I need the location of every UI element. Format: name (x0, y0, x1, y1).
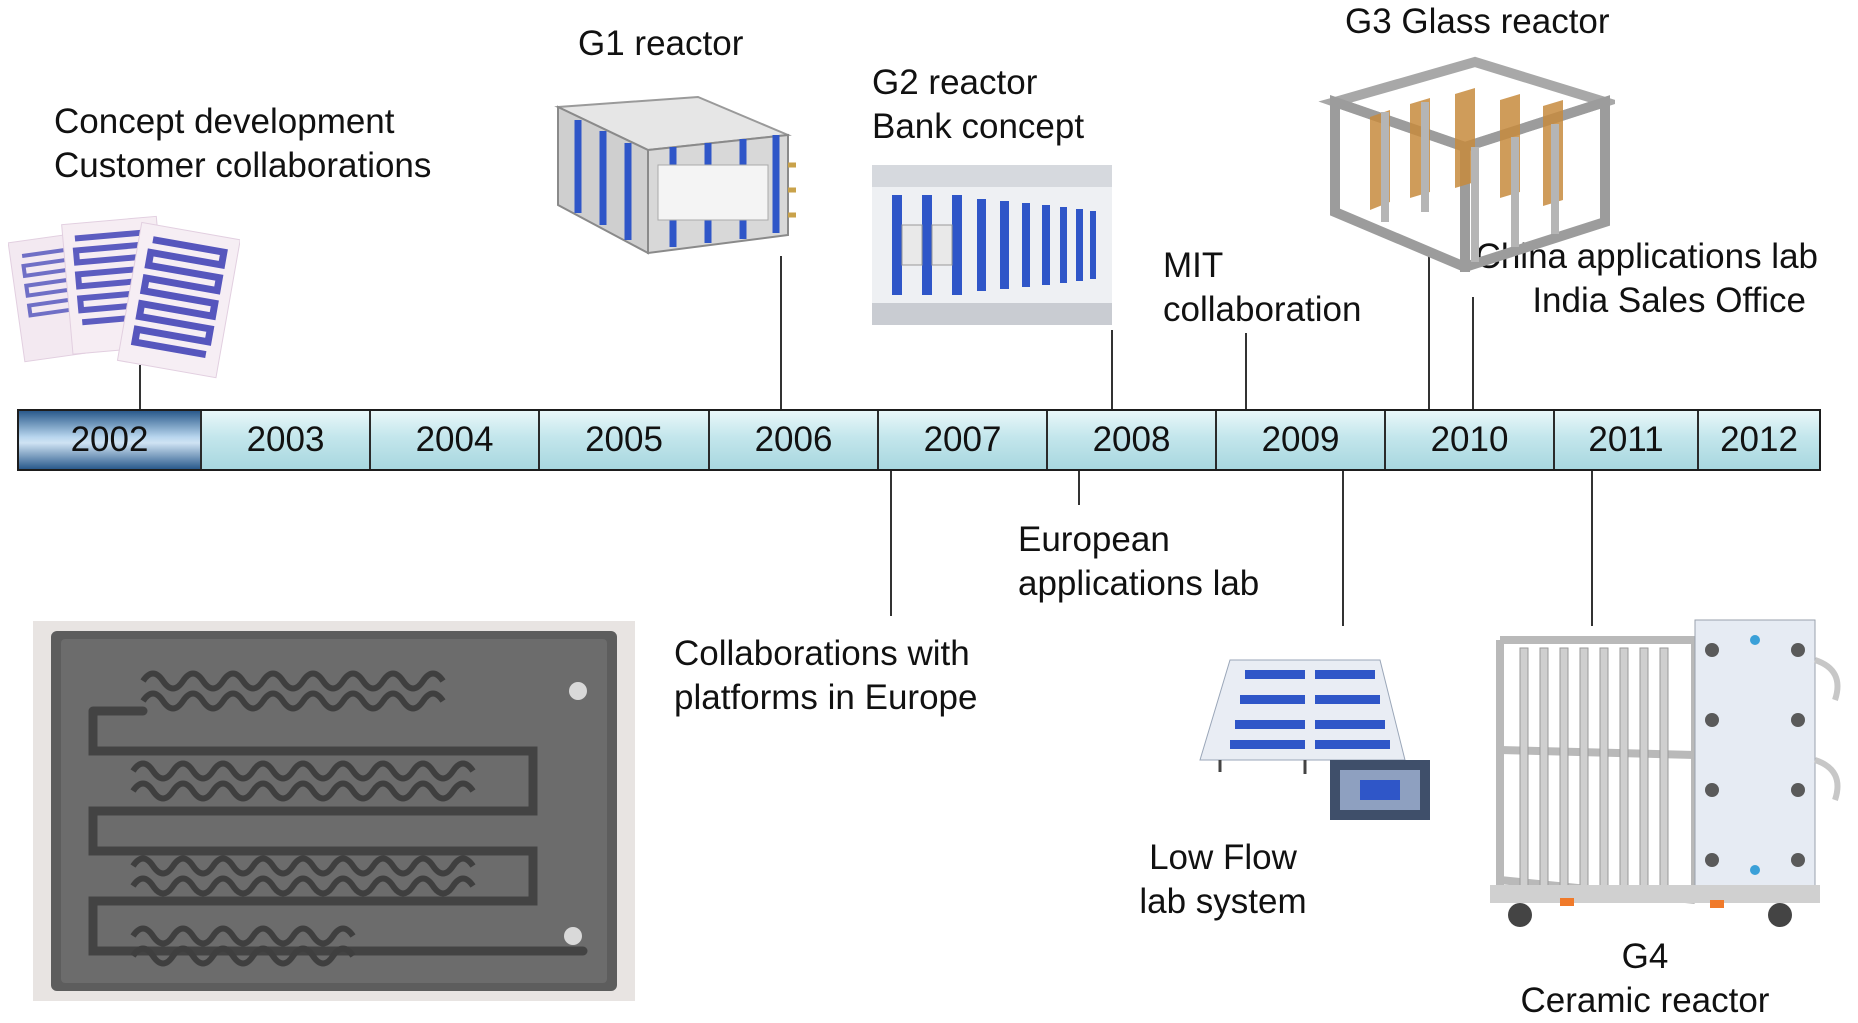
concept-sheets-image (8, 215, 240, 379)
label-mit-line2: collaboration (1163, 290, 1362, 329)
year-2010: 2010 (1386, 411, 1555, 469)
connector-low-flow (1342, 471, 1344, 626)
g2-reactor-bank-image (872, 165, 1112, 325)
label-g3: G3 Glass reactor (1345, 0, 1610, 44)
year-2005: 2005 (540, 411, 710, 469)
year-2004: 2004 (371, 411, 540, 469)
label-china: China applications lab India Sales Offic… (1445, 235, 1818, 323)
label-concept: Concept development Customer collaborati… (54, 100, 431, 188)
connector-g3 (1428, 255, 1430, 409)
label-european-lab-line2: applications lab (1018, 564, 1260, 603)
g4-ceramic-reactor-image (1490, 619, 1841, 927)
label-concept-line1: Concept development (54, 102, 395, 141)
label-g4-line1: G4 (1621, 937, 1669, 976)
label-europe-platforms: Collaborations with platforms in Europe (674, 632, 977, 720)
label-mit: MIT collaboration (1163, 244, 1361, 332)
connector-european-lab (1078, 471, 1080, 505)
connector-g1 (780, 256, 782, 409)
connector-europe-platforms (890, 471, 892, 616)
year-2012: 2012 (1699, 411, 1819, 469)
year-2009: 2009 (1217, 411, 1386, 469)
label-european-lab: European applications lab (1018, 518, 1259, 606)
label-concept-line2: Customer collaborations (54, 146, 432, 185)
g3-glass-reactor-image (1318, 56, 1615, 272)
label-g4: G4 Ceramic reactor (1495, 935, 1795, 1023)
timeline-bar: 2002 2003 2004 2005 2006 2007 2008 2009 … (17, 409, 1821, 471)
label-european-lab-line1: European (1018, 520, 1170, 559)
year-2008: 2008 (1048, 411, 1217, 469)
year-2003: 2003 (202, 411, 371, 469)
connector-g4 (1591, 471, 1593, 626)
label-europe-platforms-line1: Collaborations with (674, 634, 970, 673)
label-low-flow: Low Flow lab system (1130, 836, 1316, 924)
connector-china (1472, 297, 1474, 409)
label-g4-line2: Ceramic reactor (1520, 981, 1770, 1020)
reactor-plate-image (33, 621, 635, 1001)
year-2006: 2006 (710, 411, 879, 469)
label-g1: G1 reactor (578, 22, 743, 66)
label-europe-platforms-line2: platforms in Europe (674, 678, 978, 717)
year-2011: 2011 (1555, 411, 1699, 469)
g1-reactor-image (554, 95, 796, 255)
connector-g2 (1111, 330, 1113, 409)
label-g3-line1: G3 Glass reactor (1345, 2, 1610, 41)
connector-2002 (139, 365, 141, 409)
label-low-flow-line2: lab system (1139, 882, 1307, 921)
year-2002: 2002 (19, 411, 202, 469)
label-g2: G2 reactor Bank concept (872, 61, 1084, 149)
year-2007: 2007 (879, 411, 1048, 469)
label-g1-line1: G1 reactor (578, 24, 744, 63)
label-mit-line1: MIT (1163, 246, 1224, 285)
label-g2-line1: G2 reactor (872, 63, 1038, 102)
connector-mit (1245, 333, 1247, 409)
label-low-flow-line1: Low Flow (1149, 838, 1297, 877)
label-china-line2: India Sales Office (1532, 281, 1806, 320)
label-g2-line2: Bank concept (872, 107, 1085, 146)
low-flow-system-image (1199, 659, 1430, 820)
